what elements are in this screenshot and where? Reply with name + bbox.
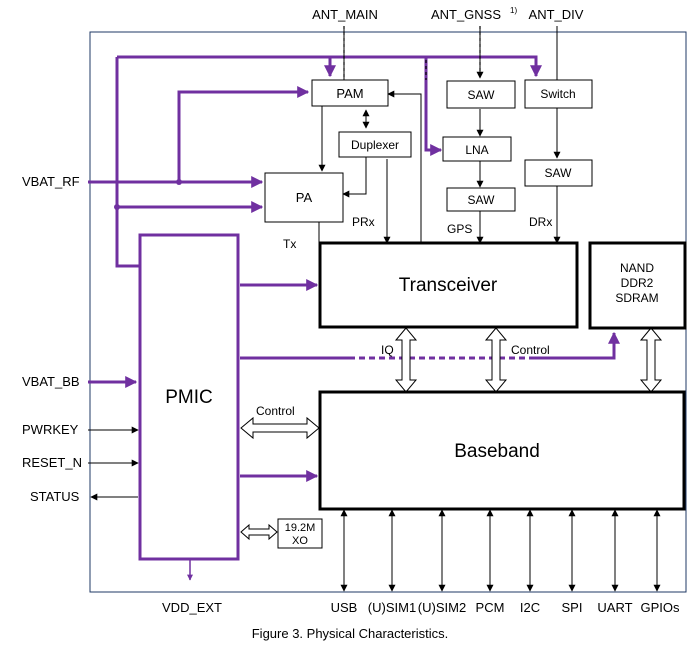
- pam-label: PAM: [336, 86, 363, 101]
- status-label: STATUS: [30, 489, 80, 504]
- interface-lines: [340, 509, 661, 592]
- ant-main-label: ANT_MAIN: [312, 7, 378, 22]
- vdd-ext-label: VDD_EXT: [162, 600, 222, 615]
- lna-label: LNA: [465, 143, 488, 157]
- interface-label: I2C: [520, 600, 540, 615]
- lna-block: LNA: [442, 136, 512, 162]
- bus-arrows: [240, 327, 663, 541]
- iq-label: IQ: [381, 343, 394, 357]
- gps-label: GPS: [447, 222, 472, 236]
- power-junction: [114, 204, 120, 210]
- saw-div-label: SAW: [545, 166, 573, 180]
- interface-label: SPI: [562, 600, 583, 615]
- saw-gnss-2-block: SAW: [446, 187, 516, 212]
- vbat-bb-label: VBAT_BB: [22, 374, 80, 389]
- xo-label-xo: XO: [292, 535, 308, 547]
- saw-gnss-1-label: SAW: [468, 88, 496, 102]
- pam-block: PAM: [311, 79, 389, 107]
- saw-gnss-2-label: SAW: [468, 193, 496, 207]
- interface-label: (U)SIM1: [368, 600, 416, 615]
- interface-label: (U)SIM2: [418, 600, 466, 615]
- pwrkey-label: PWRKEY: [22, 422, 79, 437]
- ant-gnss-note: 1): [510, 6, 517, 15]
- interface-label: PCM: [476, 600, 505, 615]
- control-top-label: Control: [511, 343, 550, 357]
- figure-caption: Figure 3. Physical Characteristics.: [251, 626, 449, 641]
- transceiver-block: Transceiver: [318, 241, 579, 329]
- baseband-label: Baseband: [454, 441, 540, 462]
- ant-div-label: ANT_DIV: [529, 7, 584, 22]
- prx-label: PRx: [352, 215, 375, 229]
- ant-gnss-label: ANT_GNSS: [431, 7, 501, 22]
- interface-label: USB: [331, 600, 358, 615]
- switch-label: Switch: [540, 87, 575, 101]
- duplexer-label: Duplexer: [351, 138, 399, 152]
- control-pmic-label: Control: [256, 404, 295, 418]
- rf-crossings: [343, 26, 481, 80]
- tx-label: Tx: [283, 237, 296, 251]
- baseband-block: Baseband: [318, 390, 686, 511]
- xo-label-freq: 19.2M: [285, 522, 316, 534]
- interface-label: UART: [597, 600, 632, 615]
- saw-div-block: SAW: [524, 159, 593, 187]
- pmic-block: PMIC: [138, 233, 240, 561]
- memory-block: NAND DDR2 SDRAM: [588, 241, 687, 330]
- vbat-rf-label: VBAT_RF: [22, 174, 80, 189]
- switch-block: Switch: [524, 79, 593, 109]
- memory-label-sdram: SDRAM: [615, 291, 658, 305]
- memory-label-ddr2: DDR2: [621, 276, 654, 290]
- pa-block: PA: [264, 172, 344, 223]
- interface-label: GPIOs: [640, 600, 680, 615]
- power-junction: [176, 179, 182, 185]
- saw-gnss-1-block: SAW: [446, 80, 516, 109]
- reset-n-label: RESET_N: [22, 455, 82, 470]
- power-lines: [88, 55, 620, 482]
- pa-label: PA: [296, 190, 313, 205]
- duplexer-block: Duplexer: [338, 131, 412, 158]
- transceiver-label: Transceiver: [399, 275, 498, 296]
- interface-labels: USB (U)SIM1(U)SIM2 PCM I2C SPI UART GPIOs: [331, 600, 680, 615]
- pmic-label: PMIC: [165, 387, 213, 408]
- xo-block: 19.2M XO: [277, 518, 323, 549]
- drx-label: DRx: [529, 215, 552, 229]
- memory-label-nand: NAND: [620, 261, 654, 275]
- rf-lines: [88, 26, 561, 501]
